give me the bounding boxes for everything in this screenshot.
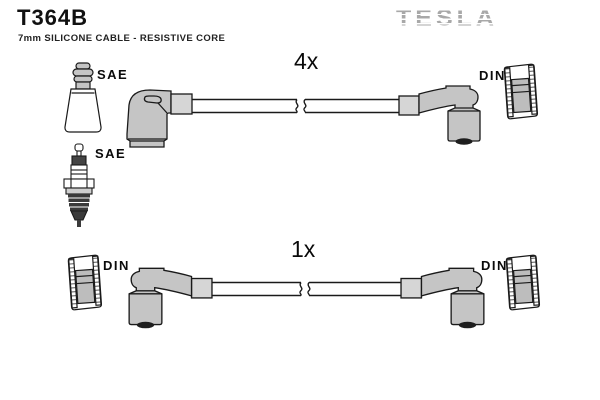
- spark-plug-icon: [63, 143, 95, 227]
- din-boot-right-icon: [400, 267, 485, 329]
- sae-terminal-boot-icon: [64, 62, 102, 133]
- cable-line-icon: [209, 281, 403, 297]
- din-socket-icon-row-1: [503, 63, 539, 120]
- sae-label-bottom: SAE: [95, 146, 127, 161]
- din-boot-right-icon: [398, 85, 481, 145]
- cable-line-icon: [191, 98, 401, 114]
- quantity-label-row-2: 1x: [291, 236, 316, 262]
- sae-label-top: SAE: [97, 67, 129, 82]
- elbow-boot-left-icon: [126, 89, 193, 148]
- part-number: T364B: [17, 5, 89, 30]
- din-label-row-1: DIN: [479, 68, 506, 83]
- din-socket-icon-row-2-right: [505, 254, 541, 311]
- din-boot-left-icon: [128, 267, 213, 329]
- tesla-logo: TESLA: [394, 6, 518, 34]
- din-label-row-2-left: DIN: [103, 258, 130, 273]
- cable-description: 7mm SILICONE CABLE - RESISTIVE CORE: [18, 33, 226, 44]
- tesla-logo-stripes: [394, 6, 518, 34]
- din-socket-icon-row-2-left: [67, 254, 103, 311]
- din-label-row-2-right: DIN: [481, 258, 508, 273]
- quantity-label-row-1: 4x: [294, 48, 319, 74]
